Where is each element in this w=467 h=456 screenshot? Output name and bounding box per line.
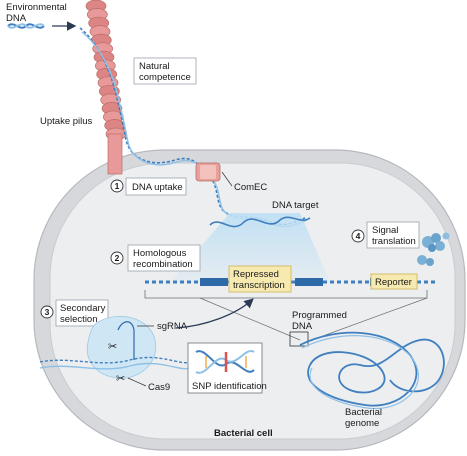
environmental-dna-helix — [7, 21, 77, 31]
locus-bracket — [144, 290, 428, 299]
comec-label: ComEC — [234, 182, 267, 193]
cas9-label: Cas9 — [148, 382, 170, 393]
snp-identification-panel: SNP identification — [187, 342, 267, 394]
pilus-base — [107, 133, 123, 175]
scissors-icon: ✂ — [108, 341, 117, 353]
step-1-dna-uptake: 1 DNA uptake — [110, 177, 187, 196]
programmed-dna-marker — [289, 331, 309, 347]
svg-text:4: 4 — [356, 231, 361, 241]
sgrna-label: sgRNA — [157, 321, 188, 332]
bacterial-cell-label: Bacterial cell — [214, 428, 273, 439]
cas9-complex: ✂ ✂ — [39, 316, 191, 385]
sgrna-to-target-arrow — [175, 298, 254, 329]
uptake-pilus — [85, 0, 127, 175]
svg-text:DNA uptake: DNA uptake — [132, 182, 183, 193]
reporter-protein-icon — [417, 232, 450, 266]
dna-target-label: DNA target — [272, 200, 319, 211]
targeting-beam — [170, 213, 330, 282]
bacterial-genome — [299, 331, 445, 410]
comec-channel — [195, 162, 233, 187]
svg-text:1: 1 — [115, 181, 120, 191]
reporter-box: Reporter — [370, 273, 418, 290]
uptake-pilus-label: Uptake pilus — [40, 116, 93, 127]
scissors-icon-2: ✂ — [116, 373, 125, 385]
svg-text:3: 3 — [45, 307, 50, 317]
svg-text:2: 2 — [115, 253, 120, 263]
svg-text:Reporter: Reporter — [375, 277, 412, 288]
svg-text:SNP identification: SNP identification — [192, 381, 267, 392]
